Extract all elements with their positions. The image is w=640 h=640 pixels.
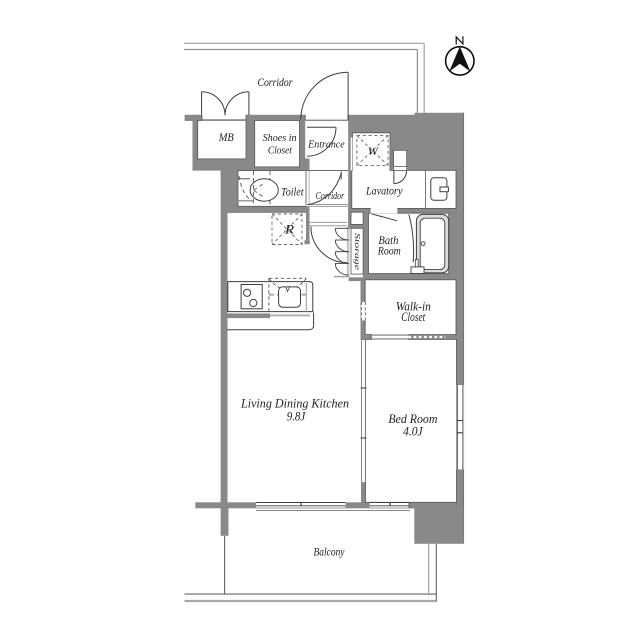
svg-text:Entrance: Entrance — [307, 140, 345, 151]
svg-text:Lavatory: Lavatory — [365, 183, 403, 197]
svg-text:Storage: Storage — [353, 233, 361, 271]
svg-text:MB: MB — [218, 132, 234, 144]
svg-text:Corridor: Corridor — [316, 191, 345, 202]
svg-text:Closet: Closet — [268, 145, 293, 157]
svg-text:Corridor: Corridor — [258, 77, 293, 89]
svg-text:Bath: Bath — [378, 233, 398, 247]
svg-text:Bed Room: Bed Room — [388, 411, 437, 426]
svg-text:R: R — [284, 223, 295, 237]
svg-text:Room: Room — [377, 243, 401, 257]
svg-text:4.0J: 4.0J — [403, 423, 424, 438]
svg-text:Living Dining Kitchen: Living Dining Kitchen — [240, 395, 349, 410]
svg-text:Shoes in: Shoes in — [263, 132, 297, 144]
svg-text:Walk-in: Walk-in — [396, 300, 431, 314]
svg-text:Balcony: Balcony — [314, 547, 346, 559]
svg-text:Closet: Closet — [401, 310, 425, 324]
svg-text:Toilet: Toilet — [281, 184, 304, 198]
svg-text:W: W — [368, 144, 379, 158]
svg-text:9.8J: 9.8J — [287, 409, 307, 424]
